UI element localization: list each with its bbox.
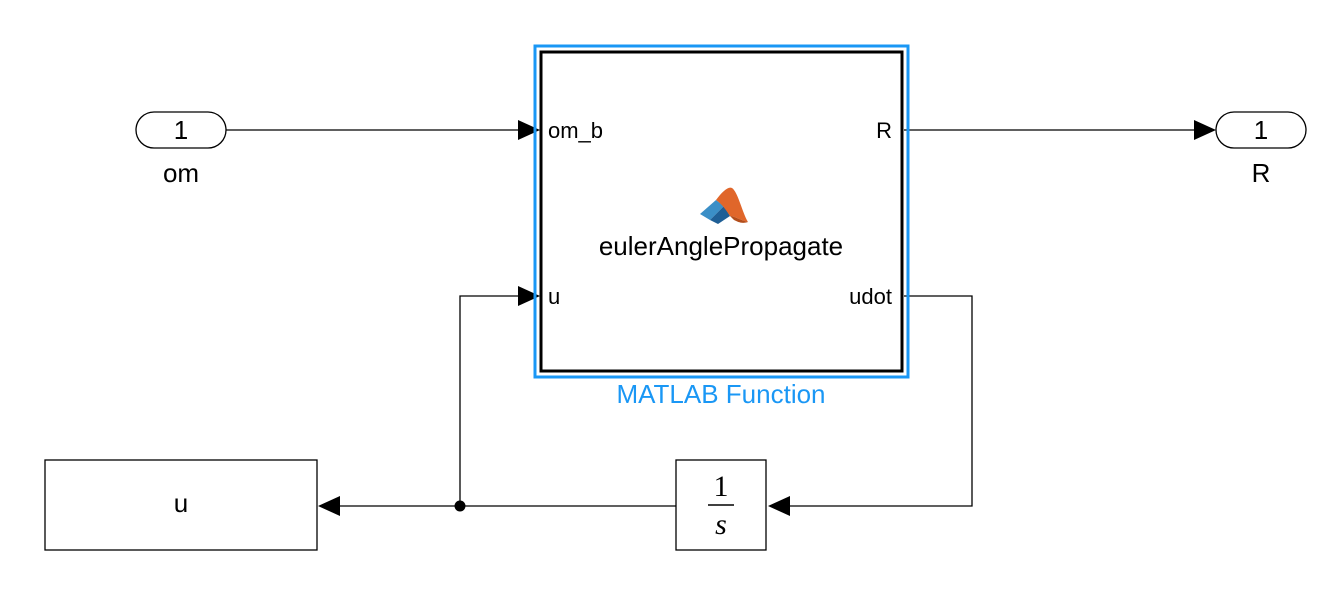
inport-number: 1 (174, 115, 188, 145)
input-port-u: u (548, 284, 560, 309)
matlab-logo-icon (700, 187, 748, 224)
display-label: u (174, 488, 188, 518)
arrow-om-b-icon (518, 120, 540, 140)
branch-point (454, 500, 466, 512)
inport-om[interactable]: 1 om (135, 111, 227, 188)
signal-lines (226, 120, 1216, 516)
matlab-function-block[interactable]: om_b u R udot eulerAnglePropagate (533, 44, 910, 379)
input-port-om-b: om_b (548, 118, 603, 143)
block-caption[interactable]: MATLAB Function (616, 379, 825, 409)
function-name: eulerAnglePropagate (599, 231, 843, 261)
arrow-r-out-icon (1194, 120, 1216, 140)
selection-highlight (533, 44, 910, 379)
display-block[interactable]: u (44, 459, 318, 551)
signal-line-udot[interactable] (790, 295, 973, 507)
outport-number: 1 (1254, 115, 1268, 145)
signal-line-u-feedback[interactable] (459, 295, 520, 506)
outport-label: R (1252, 158, 1271, 188)
integrator-denominator: s (715, 508, 727, 541)
arrow-u-input-icon (518, 286, 540, 306)
arrow-udot-integrator-icon (768, 496, 790, 516)
output-port-r: R (876, 118, 892, 143)
integrator-numerator: 1 (714, 470, 729, 503)
integrator-block[interactable]: 1 s (675, 459, 767, 551)
outport-r[interactable]: 1 R (1215, 111, 1307, 188)
arrow-u-display-icon (318, 496, 340, 516)
inport-label: om (163, 158, 199, 188)
output-port-udot: udot (849, 284, 892, 309)
